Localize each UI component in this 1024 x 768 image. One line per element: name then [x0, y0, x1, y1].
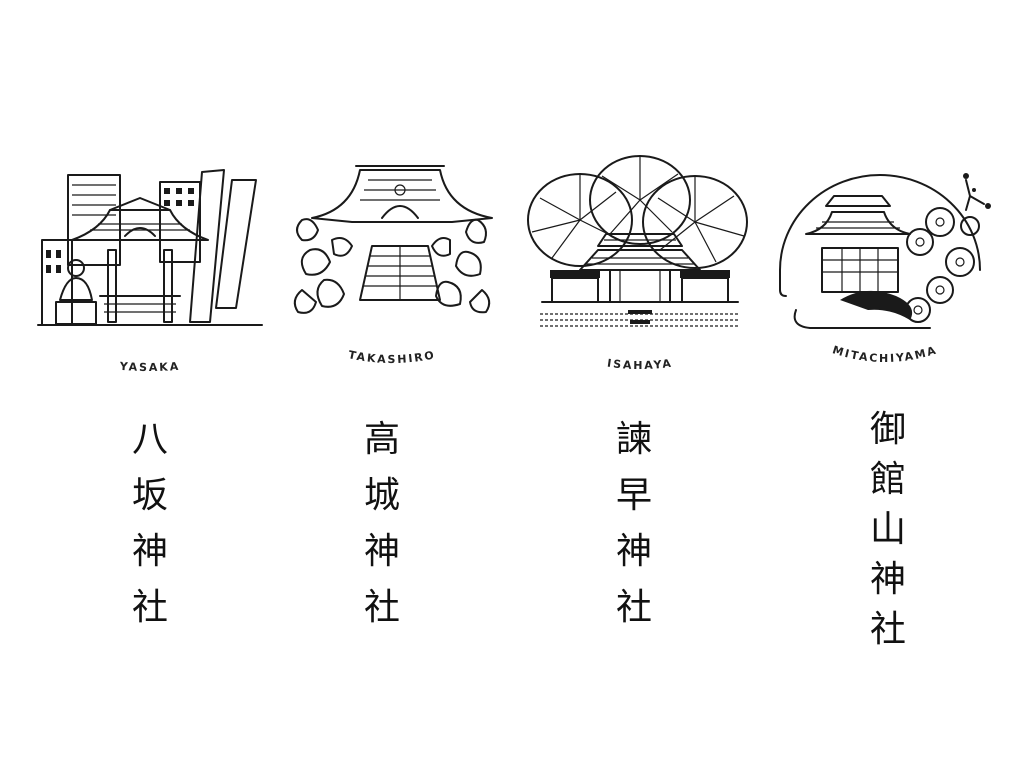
yasaka-shrine-illustration — [37, 169, 263, 326]
shrine-mitachiyama: MITACHIYAMA 御館 山神 社 — [770, 150, 1010, 750]
romaji-label: YASAKA — [118, 360, 180, 374]
shrine-isahaya: ISAHAYA 諫早 神社 — [520, 150, 760, 750]
mitachiyama-shrine-illustration — [779, 173, 991, 329]
kanji-name: 八坂 神社 — [131, 419, 168, 628]
svg-text:YASAKA: YASAKA — [118, 360, 180, 374]
svg-text:ISAHAYA: ISAHAYA — [606, 357, 673, 372]
shrine-takashiro: TAKASHIRO 高城 神社 — [272, 150, 512, 750]
takashiro-shrine-illustration — [293, 165, 493, 314]
kanji-name: 諫早 神社 — [615, 419, 652, 628]
romaji-label: ISAHAYA — [606, 357, 673, 372]
svg-text:MITACHIYAMA: MITACHIYAMA — [831, 343, 939, 365]
romaji-label: TAKASHIRO — [347, 348, 437, 366]
shrine-yasaka: YASAKA 八坂 神社 — [30, 150, 270, 750]
svg-text:TAKASHIRO: TAKASHIRO — [347, 348, 437, 366]
isahaya-shrine-illustration — [527, 155, 748, 327]
romaji-label: MITACHIYAMA — [831, 343, 939, 365]
kanji-name: 御館 山神 社 — [869, 409, 906, 650]
kanji-name: 高城 神社 — [363, 419, 400, 628]
